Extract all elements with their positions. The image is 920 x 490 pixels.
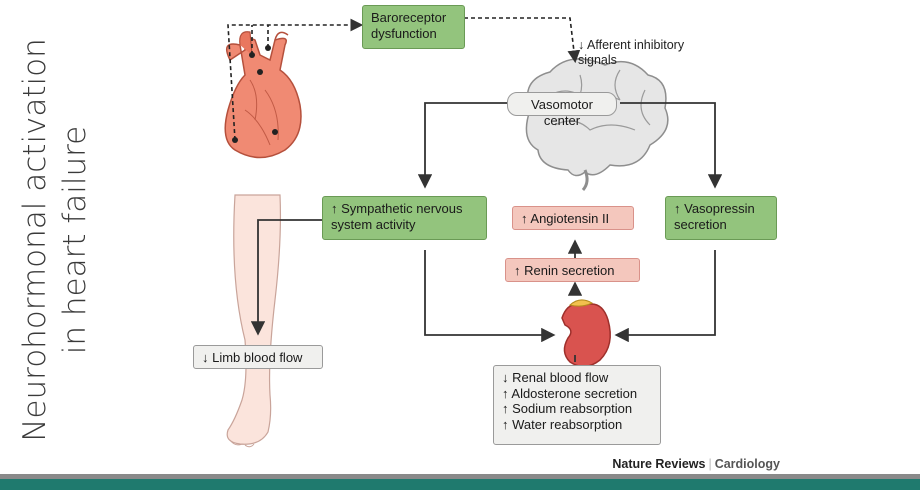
limb-label: ↓ Limb blood flow [202,350,303,365]
slide-title-line-1: Neurohormonal activation [17,38,53,442]
renal-effects-box: ↓ Renal blood flow ↑ Aldosterone secreti… [493,365,661,445]
sympathetic-label: ↑ Sympathetic nervous system activity [331,201,463,232]
credit-publisher: Nature Reviews [612,457,706,471]
angiotensin-box: ↑ Angiotensin II [512,206,634,230]
vasomotor-center-box: Vasomotor center [507,92,617,128]
limb-blood-flow-box: ↓ Limb blood flow [193,345,323,369]
afferent-signals-label: ↓ Afferent inhibitory signals [578,38,685,67]
renal-effect-4: ↑ Water reabsorption [502,416,623,432]
credit-journal: Cardiology [714,457,780,471]
vasomotor-label: Vasomotor center [531,97,593,128]
footer-grey-bar [0,474,920,479]
vasopressin-secretion-box: ↑ Vasopressin secretion [665,196,777,240]
heart-illustration [224,31,302,159]
sympathetic-activity-box: ↑ Sympathetic nervous system activity [322,196,487,240]
source-credit: Nature Reviews|Cardiology [612,457,780,471]
renal-effect-2: ↑ Aldosterone secretion [502,385,638,401]
afferent-dashed-lines [227,17,581,141]
renal-effect-3: ↑ Sodium reabsorption [502,401,633,416]
baroreceptor-dysfunction-box: Baroreceptor dysfunction [362,5,465,49]
angiotensin-label: ↑ Angiotensin II [521,211,610,226]
slide-title-line-2: in heart failure [57,125,93,355]
slide-title: Neurohormonal activation in heart failur… [10,30,100,450]
baroreceptor-label: Baroreceptor dysfunction [371,10,447,41]
renin-label: ↑ Renin secretion [514,263,615,278]
diagram-canvas [224,17,723,448]
pathway-arrows [250,102,723,362]
renal-effect-1: ↓ Renal blood flow [502,370,609,385]
kidney-illustration [561,299,611,368]
leg-illustration [226,194,282,448]
vasopressin-label: ↑ Vasopressin secretion [674,201,755,232]
renin-secretion-box: ↑ Renin secretion [505,258,640,282]
footer-teal-bar [0,479,920,490]
